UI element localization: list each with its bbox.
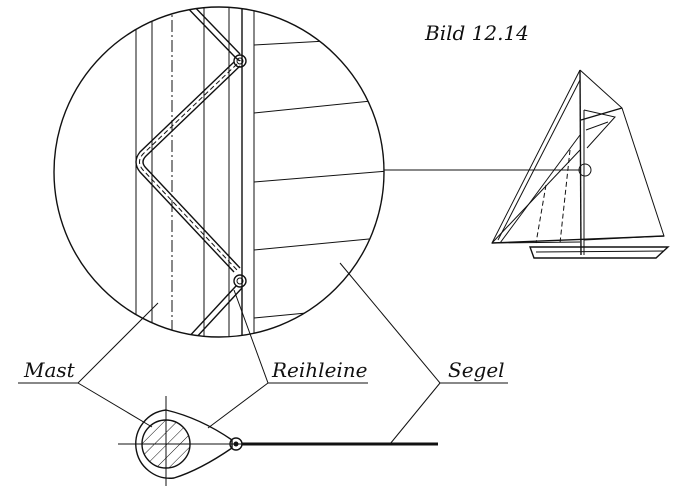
label-sail-text: Segel xyxy=(448,358,505,382)
label-lacing-text: Reihleine xyxy=(271,358,368,382)
figure-title: Bild 12.14 xyxy=(424,21,529,45)
label-mast-text: Mast xyxy=(23,358,76,382)
label-lacing: Reihleine xyxy=(207,289,368,429)
sail-seams xyxy=(253,36,384,319)
mast-detail xyxy=(135,7,255,337)
lacing-line-detail xyxy=(135,7,247,337)
detail-circle xyxy=(53,6,385,338)
label-sail: Segel xyxy=(339,262,508,445)
mast-cross-section xyxy=(118,396,438,486)
detail-magnifier xyxy=(53,6,385,338)
label-mast: Mast xyxy=(18,302,159,428)
sailboat-sketch xyxy=(491,69,670,259)
